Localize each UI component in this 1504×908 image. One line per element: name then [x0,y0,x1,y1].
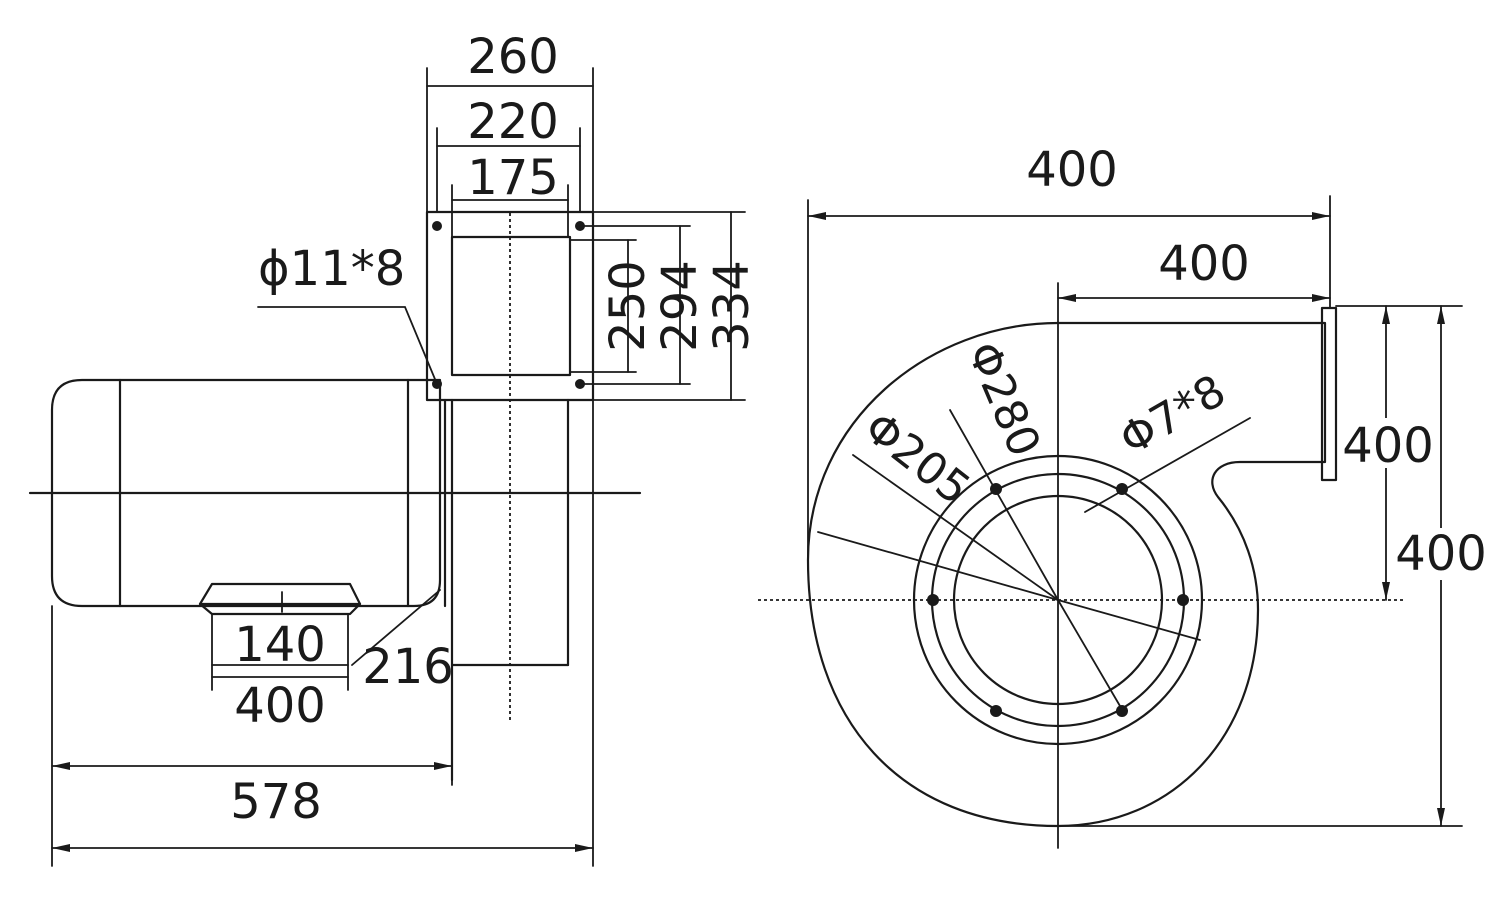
inlet-ring-outer [912,454,1204,746]
bolt-hole-icon [1116,705,1128,717]
bolt-hole-icon [990,705,1002,717]
motor-base [198,582,362,616]
dim-outlet-height: 400 [1342,418,1434,474]
dim-center-to-outlet: 400 [1158,236,1250,292]
dim-base-width: 140 [234,617,326,673]
dim-outlet-bolt-holes: ϕ11*8 [258,241,405,297]
outlet-opening [450,235,572,377]
side-view: 260 220 175 250 294 334 ϕ11*8 140 400 21… [28,29,760,867]
bolt-hole-icon [927,594,939,606]
dim-outlet-outer-height: 334 [704,260,760,352]
bolt-hole-leader [257,306,438,385]
outlet-flange [425,210,595,402]
dim-outlet-bolt-span: 220 [467,94,559,150]
front-view: Φ205 Φ280 Φ7*8 400 400 400 400 [758,142,1488,849]
dim-motor-length: 578 [230,774,322,830]
motor-body [50,378,442,608]
dim-inlet-dia-inner: Φ205 [854,402,979,515]
dim-base-span: 400 [234,678,326,734]
dim-outlet-inner-height: 250 [600,260,656,352]
dim-inlet-bolt-holes: Φ7*8 [1111,365,1234,465]
inlet-ring-inner [952,494,1164,706]
volute-housing [806,321,1327,828]
dim-housing-width: 400 [1026,142,1118,198]
dim-inlet-dia-outer: Φ280 [957,335,1050,464]
dim-center-to-bottom: 400 [1395,526,1487,582]
dim-outlet-bolt-height: 294 [652,260,708,352]
dim-outlet-outer-width: 260 [467,29,559,85]
bolt-hole-icon [1177,594,1189,606]
bolt-hole-icon [432,221,442,231]
outlet-flange-edge [1320,306,1338,482]
dim-outlet-inner-width: 175 [467,150,559,206]
dim-motor-to-inlet: 216 [362,639,454,695]
